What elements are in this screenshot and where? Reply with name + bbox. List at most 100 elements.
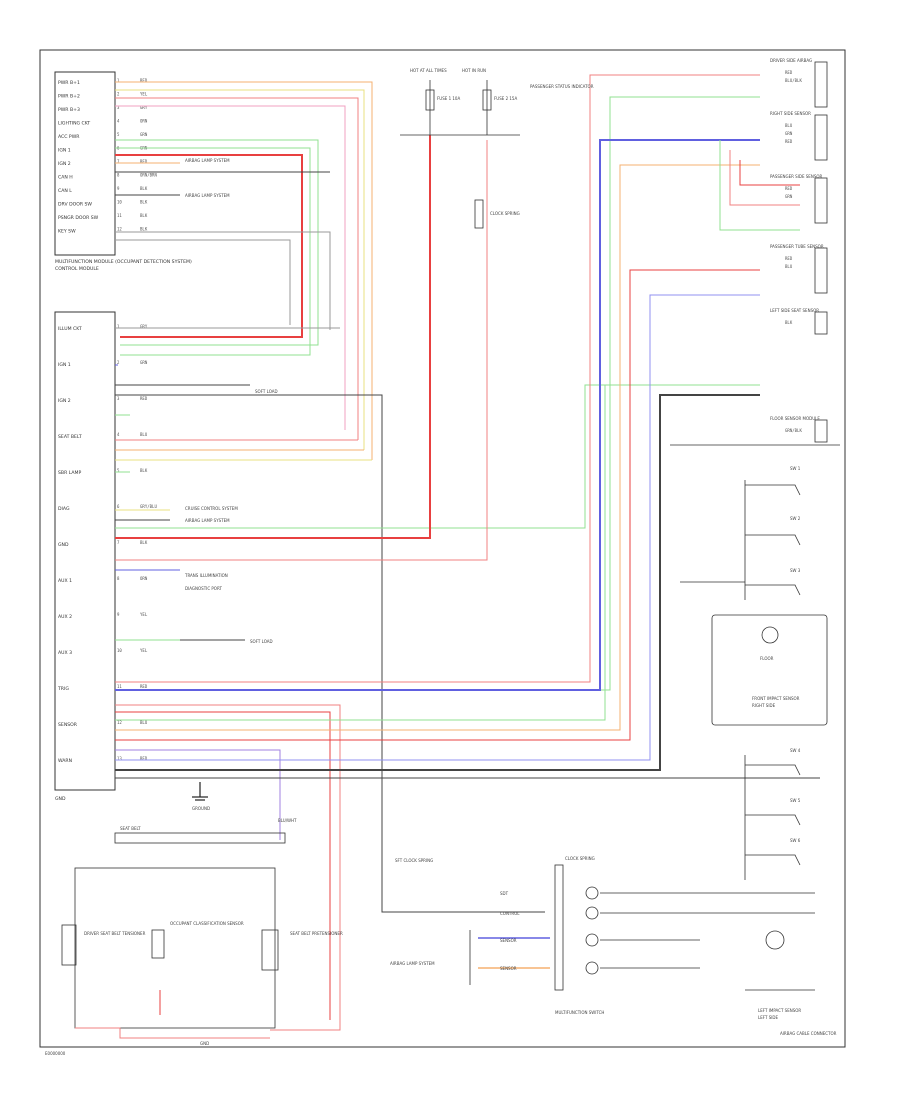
- clockspring-rail: [554, 864, 564, 991]
- right-switch-panel: FLOOR FRONT IMPACT SENSOR RIGHT SIDE LEF…: [670, 444, 840, 1036]
- switch-label: SW 2: [790, 516, 801, 521]
- cs-circle-2: [585, 906, 599, 920]
- front-sensor-title: FRONT IMPACT SENSOR: [752, 696, 800, 701]
- right-connector-wire: RED: [785, 70, 793, 75]
- right-connector-wire: RED: [785, 256, 793, 261]
- callout-label: DIAGNOSTIC PORT: [185, 586, 222, 591]
- pin-label-bottom: TRIG: [57, 686, 69, 692]
- pin-color-bottom: BLU: [140, 720, 148, 725]
- pin-color-top: RED: [140, 78, 148, 83]
- clockspring-row-label: SDT: [500, 891, 509, 896]
- wire-yellow-1: [115, 89, 365, 450]
- pin-label-bottom: IGN 2: [58, 398, 71, 404]
- pin-label-bottom: DIAG: [58, 506, 70, 512]
- classification-element: [151, 929, 165, 959]
- callout-label: TRANS ILLUMINATION: [184, 573, 228, 578]
- pin-label-top: ACC PWR: [58, 134, 80, 140]
- right-connector-wire: BLU/BLK: [785, 78, 802, 83]
- wire-green-9: [115, 385, 606, 721]
- fuse-area: HOT AT ALL TIMES HOT IN RUN FUSE 1 10A F…: [400, 68, 594, 229]
- pin-number-bottom: 12: [117, 720, 122, 725]
- front-sensor-circle: [761, 626, 779, 644]
- callout-label: AIRBAG LAMP SYSTEM: [185, 518, 230, 523]
- switch-label: SW 4: [790, 748, 801, 753]
- pin-label-top: LIGHTING CKT: [58, 121, 90, 127]
- pin-number-top: 10: [117, 200, 122, 205]
- pin-number-top: 8: [117, 173, 120, 178]
- module-title-mid: CONTROL MODULE: [55, 266, 99, 272]
- right-connector-body: [814, 114, 828, 161]
- pin-number-bottom: 11: [117, 684, 122, 689]
- right-connector-body: [814, 311, 828, 335]
- wire-red-9: [739, 160, 800, 186]
- callout-label: SOFT LOAD: [250, 639, 273, 644]
- pin-color-bottom: RED: [140, 684, 148, 689]
- wire-green-2: [115, 139, 319, 346]
- pin-color-top: ORN/BRN: [140, 173, 157, 178]
- pin-label-bottom: AUX 3: [58, 650, 72, 656]
- callout-label: AIRBAG LAMP SYSTEM: [185, 193, 230, 198]
- pin-color-bottom: ORN: [140, 576, 148, 581]
- wire-green-3: [115, 147, 311, 356]
- right-connector-title: LEFT SIDE SEAT SENSOR: [770, 308, 819, 313]
- pin-number-bottom: 7: [117, 540, 120, 545]
- right-connector-body: [814, 247, 828, 294]
- pin-number-top: 4: [117, 119, 120, 124]
- pin-color-top: BLK: [140, 227, 148, 232]
- pin-label-top: PWR B+3: [58, 107, 80, 113]
- right-connector-wire: BLU: [785, 264, 793, 269]
- pin-color-top: BLK: [140, 200, 148, 205]
- clockspring-left-label: SFT CLOCK SPRING: [395, 858, 433, 863]
- right-connector-wire: RED: [785, 186, 793, 191]
- wire-pink-1: [115, 105, 346, 430]
- fuse-b-label: FUSE 2 15A: [494, 96, 517, 101]
- pin-color-top: BLK: [140, 186, 148, 191]
- cs-circle-1: [585, 886, 599, 900]
- pin-color-bottom: BLK: [140, 540, 148, 545]
- diagram-border: [39, 49, 846, 1048]
- pin-number-top: 3: [117, 105, 120, 110]
- wire-red-5: [115, 704, 341, 1031]
- pin-color-bottom: RED: [140, 396, 148, 401]
- clockspring-row-label: SENSOR: [500, 938, 517, 943]
- pretensioner-element: [261, 929, 279, 971]
- module-upper-block: [54, 71, 116, 256]
- clockspring-row-label: SENSOR: [500, 966, 517, 971]
- fuse-left-label: HOT AT ALL TIMES: [410, 68, 447, 73]
- wire-blue-2b: [115, 294, 760, 761]
- pin-label-bottom: IGN 1: [58, 362, 71, 368]
- pin-number-bottom: 4: [117, 432, 120, 437]
- right-connector-wire: RED: [785, 139, 793, 144]
- pin-color-bottom: RED: [140, 756, 148, 761]
- pin-number-top: 1: [117, 78, 120, 83]
- pin-number-bottom: 13: [117, 756, 122, 761]
- front-sensor-floor: FLOOR: [760, 656, 774, 661]
- switch-2: [745, 534, 801, 546]
- right-box-label: SEAT BELT PRETENSIONER: [290, 931, 343, 936]
- wire-group: [115, 74, 820, 1031]
- pin-color-top: GRY: [140, 105, 148, 110]
- clockspring-title: CLOCK SPRING: [565, 856, 595, 861]
- switch-6: [745, 854, 801, 866]
- pin-number-bottom: 1: [117, 324, 120, 329]
- pin-color-bottom: YEL: [140, 648, 148, 653]
- module-lower-block: [54, 311, 116, 791]
- module-bottom-label: GND: [55, 796, 66, 802]
- pin-number-bottom: 6: [117, 504, 120, 509]
- wire-black-4: [115, 394, 545, 913]
- switch-labels: SW 1SW 2SW 3SW 4SW 5SW 6: [790, 466, 801, 843]
- switch-label: SW 5: [790, 798, 801, 803]
- pin-number-top: 12: [117, 227, 122, 232]
- seat-ground-label: GND: [200, 1041, 209, 1046]
- front-sensor-sub: RIGHT SIDE: [752, 703, 776, 708]
- pin-color-bottom: YEL: [140, 612, 148, 617]
- pin-label-bottom: AUX 2: [58, 614, 72, 620]
- pin-number-top: 5: [117, 132, 120, 137]
- pin-number-top: 7: [117, 159, 120, 164]
- right-connector-body: [814, 419, 828, 443]
- pin-color-bottom: GRY/BLU: [140, 504, 157, 509]
